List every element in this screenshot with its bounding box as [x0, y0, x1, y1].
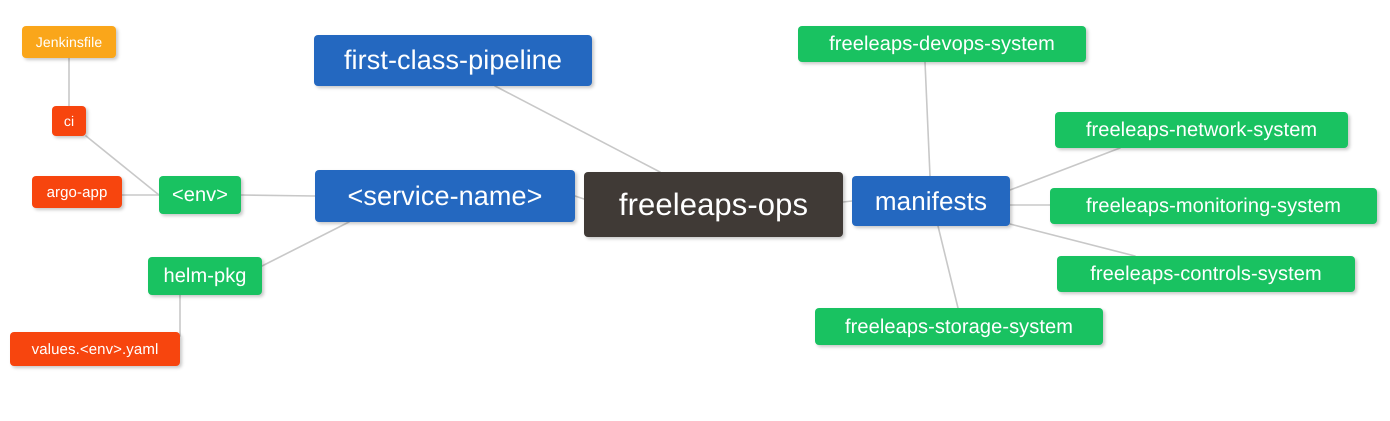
- node-service-name[interactable]: <service-name>: [315, 170, 575, 222]
- edge-freeleaps-ops-to-manifests: [842, 200, 853, 203]
- edge-manifests-to-freeleaps-controls-system: [1009, 223, 1136, 257]
- node-manifests[interactable]: manifests: [852, 176, 1010, 226]
- edge-manifests-to-freeleaps-storage-system: [937, 225, 959, 309]
- node-jenkinsfile[interactable]: Jenkinsfile: [22, 26, 116, 58]
- node-values-yaml[interactable]: values.<env>.yaml: [10, 332, 180, 366]
- edge-helm-pkg-to-service-name: [261, 221, 350, 267]
- edge-env-to-service-name: [240, 194, 316, 197]
- edge-first-class-pipeline-to-freeleaps-ops: [494, 85, 661, 173]
- node-freeleaps-devops-system[interactable]: freeleaps-devops-system: [798, 26, 1086, 62]
- edge-manifests-to-freeleaps-devops-system: [924, 61, 931, 177]
- node-env[interactable]: <env>: [159, 176, 241, 214]
- edge-manifests-to-freeleaps-network-system: [1009, 147, 1121, 191]
- node-freeleaps-storage-system[interactable]: freeleaps-storage-system: [815, 308, 1103, 345]
- edge-service-name-to-freeleaps-ops: [574, 195, 585, 200]
- node-freeleaps-ops[interactable]: freeleaps-ops: [584, 172, 843, 237]
- node-freeleaps-controls-system[interactable]: freeleaps-controls-system: [1057, 256, 1355, 292]
- node-helm-pkg[interactable]: helm-pkg: [148, 257, 262, 295]
- node-ci[interactable]: ci: [52, 106, 86, 136]
- node-argo-app[interactable]: argo-app: [32, 176, 122, 208]
- node-freeleaps-monitoring-system[interactable]: freeleaps-monitoring-system: [1050, 188, 1377, 224]
- node-freeleaps-network-system[interactable]: freeleaps-network-system: [1055, 112, 1348, 148]
- node-first-class-pipeline[interactable]: first-class-pipeline: [314, 35, 592, 86]
